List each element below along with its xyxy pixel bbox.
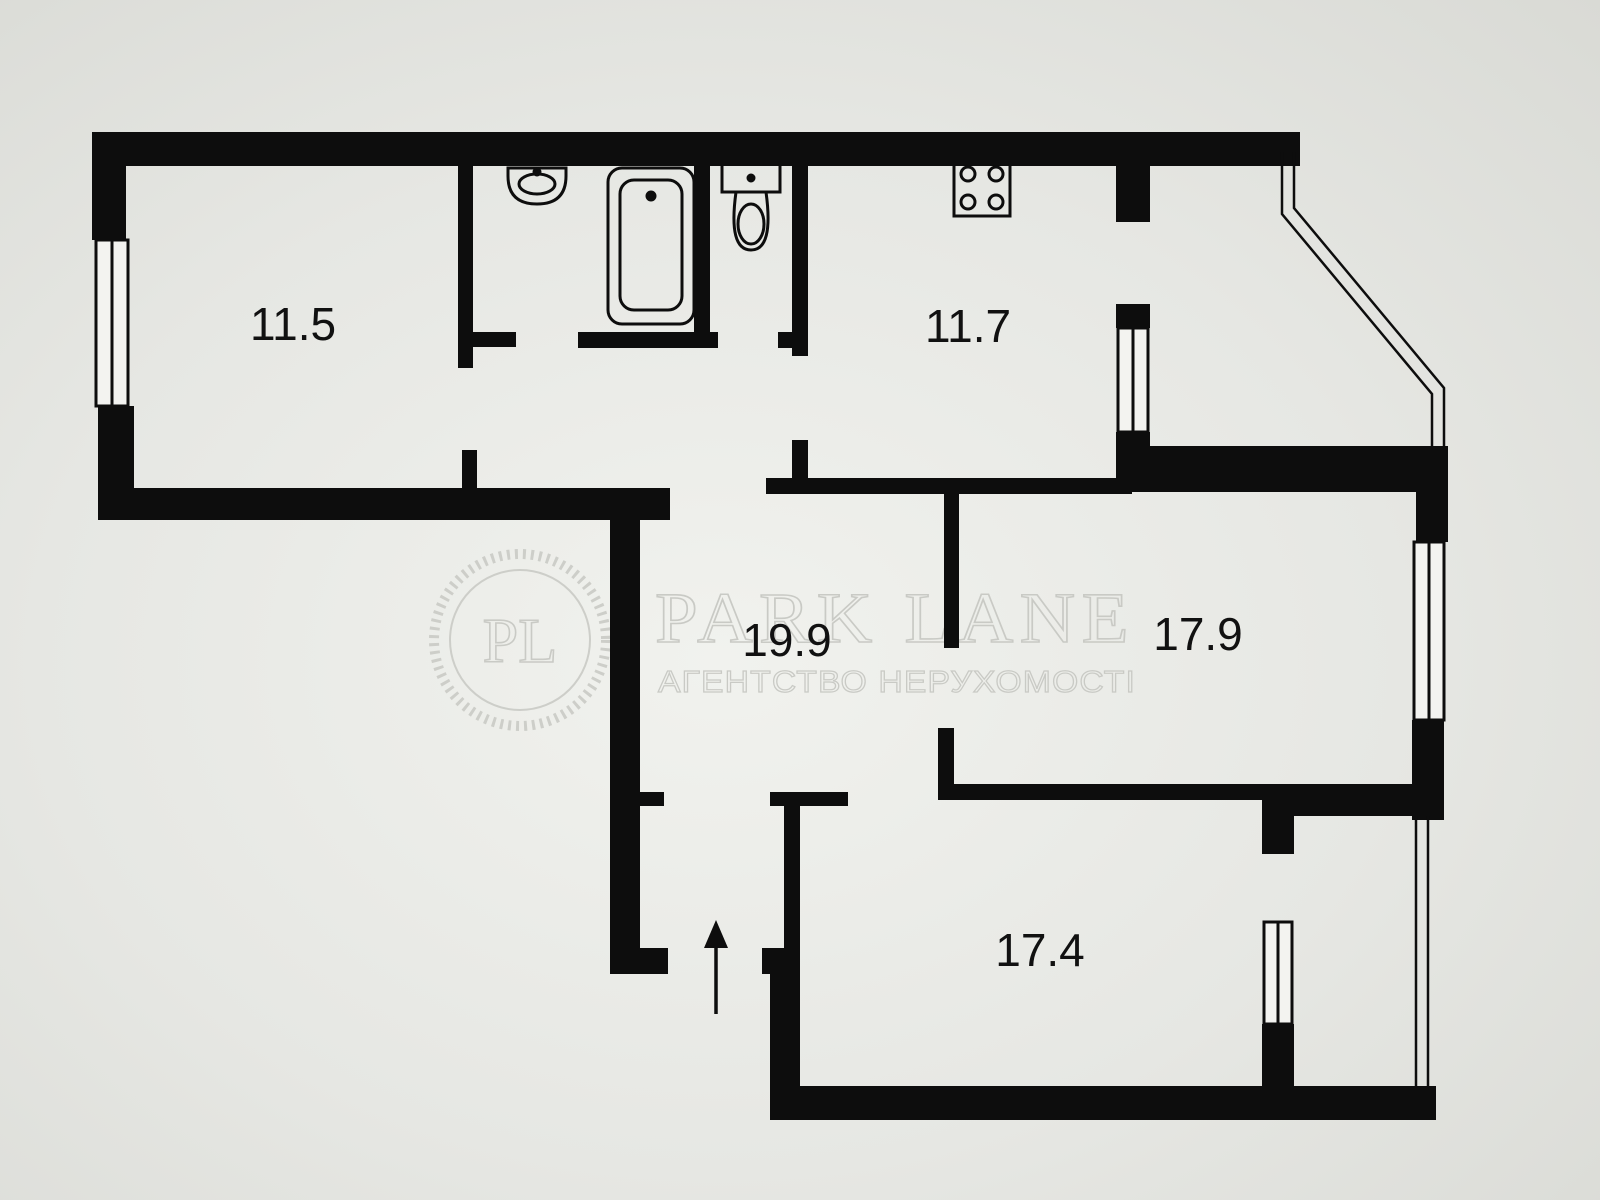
watermark-subtitle: АГЕНТСТВО НЕРУХОМОСТІ: [658, 664, 1136, 699]
room-b-area: 17.9: [1153, 608, 1243, 660]
window-room-b: [1412, 540, 1446, 722]
room-c-area: 17.4: [995, 924, 1085, 976]
area-labels: 11.5 11.7 19.9 17.9 17.4: [250, 298, 1243, 976]
wall-bath-left: [458, 160, 473, 368]
wall-bath-toilet: [694, 160, 710, 348]
balcony-upper-glazing-inner: [1292, 152, 1446, 446]
wall-bath-stub: [458, 332, 516, 347]
wall-right-b-upper: [1416, 446, 1448, 542]
wall-hall-left-foot: [610, 948, 668, 974]
wall-balcony-pier-top: [1116, 156, 1150, 222]
stove-icon: [952, 158, 1012, 218]
wall-toilet-kitchen: [792, 160, 808, 356]
watermark: PL PARK LANE АГЕНТСТВО НЕРУХОМОСТІ: [429, 549, 1136, 731]
window-room-c-balcony: [1262, 920, 1294, 1026]
windows: [94, 238, 1446, 1026]
wall-kitchen-bottom: [766, 478, 1132, 494]
balcony-upper-glazing: [1280, 152, 1434, 446]
wall-room-c-balcony-pier: [1262, 1024, 1294, 1090]
window-kitchen-balcony: [1116, 326, 1150, 434]
balconies: [1280, 152, 1446, 1086]
walls: [92, 132, 1448, 1120]
wall-room-c-pier: [1262, 800, 1294, 854]
window-room-a: [94, 238, 130, 408]
wall-room-b-left-lower: [938, 728, 954, 800]
wall-balcony-pier-mid: [1116, 304, 1150, 328]
wall-left-upper: [92, 132, 126, 240]
wall-hall-left: [610, 488, 640, 974]
room-a-area: 11.5: [250, 298, 336, 350]
wall-room-b-top: [1116, 446, 1448, 492]
wall-bath-front: [578, 332, 718, 348]
sink-icon: [506, 166, 568, 206]
wall-room-c-bottom: [770, 1086, 1436, 1120]
toilet-icon: [720, 162, 782, 252]
entrance-arrow-icon: [704, 920, 728, 1014]
wall-toilet-stub: [778, 332, 808, 348]
wall-room-c-top-stub: [770, 792, 848, 806]
bathtub-icon: [606, 166, 696, 326]
kitchen-area: 11.7: [925, 300, 1011, 352]
wall-door-jamb-a: [462, 450, 477, 492]
wall-hall-left-stub: [640, 792, 664, 806]
hall-area: 19.9: [742, 614, 832, 666]
watermark-brand: PARK LANE: [655, 578, 1135, 658]
watermark-seal: PL: [429, 549, 611, 731]
watermark-monogram: PL: [483, 605, 558, 676]
wall-room-a-bottom: [104, 488, 670, 520]
wall-door-jamb-kitchen: [792, 440, 808, 480]
fixtures: [506, 158, 1012, 326]
wall-room-b-bottom-thick: [1266, 784, 1444, 816]
wall-room-b-left-upper: [944, 492, 959, 648]
